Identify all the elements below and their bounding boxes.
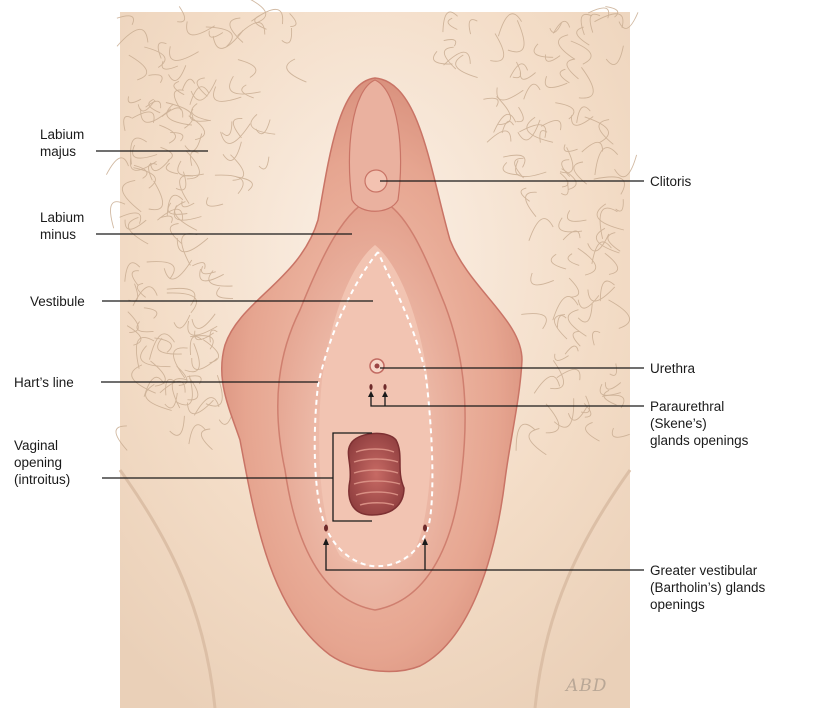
paraurethral-opening-left <box>369 384 372 390</box>
urethra-center <box>375 364 380 369</box>
label-clitoris: Clitoris <box>650 173 691 190</box>
bartholin-opening-right <box>423 525 427 532</box>
artist-signature: ABD <box>566 676 607 696</box>
label-greater-vestibular: Greater vestibular (Bartholin’s) glands … <box>650 562 765 613</box>
paraurethral-opening-right <box>383 384 386 390</box>
label-urethra: Urethra <box>650 360 695 377</box>
label-labium-minus: Labium minus <box>40 209 84 243</box>
label-labium-majus: Labium majus <box>40 126 84 160</box>
label-harts-line: Hart’s line <box>14 374 74 391</box>
label-vaginal-opening: Vaginal opening (introitus) <box>14 437 70 488</box>
bartholin-opening-left <box>324 525 328 532</box>
label-paraurethral: Paraurethral (Skene’s) glands openings <box>650 398 748 449</box>
label-vestibule: Vestibule <box>30 293 85 310</box>
